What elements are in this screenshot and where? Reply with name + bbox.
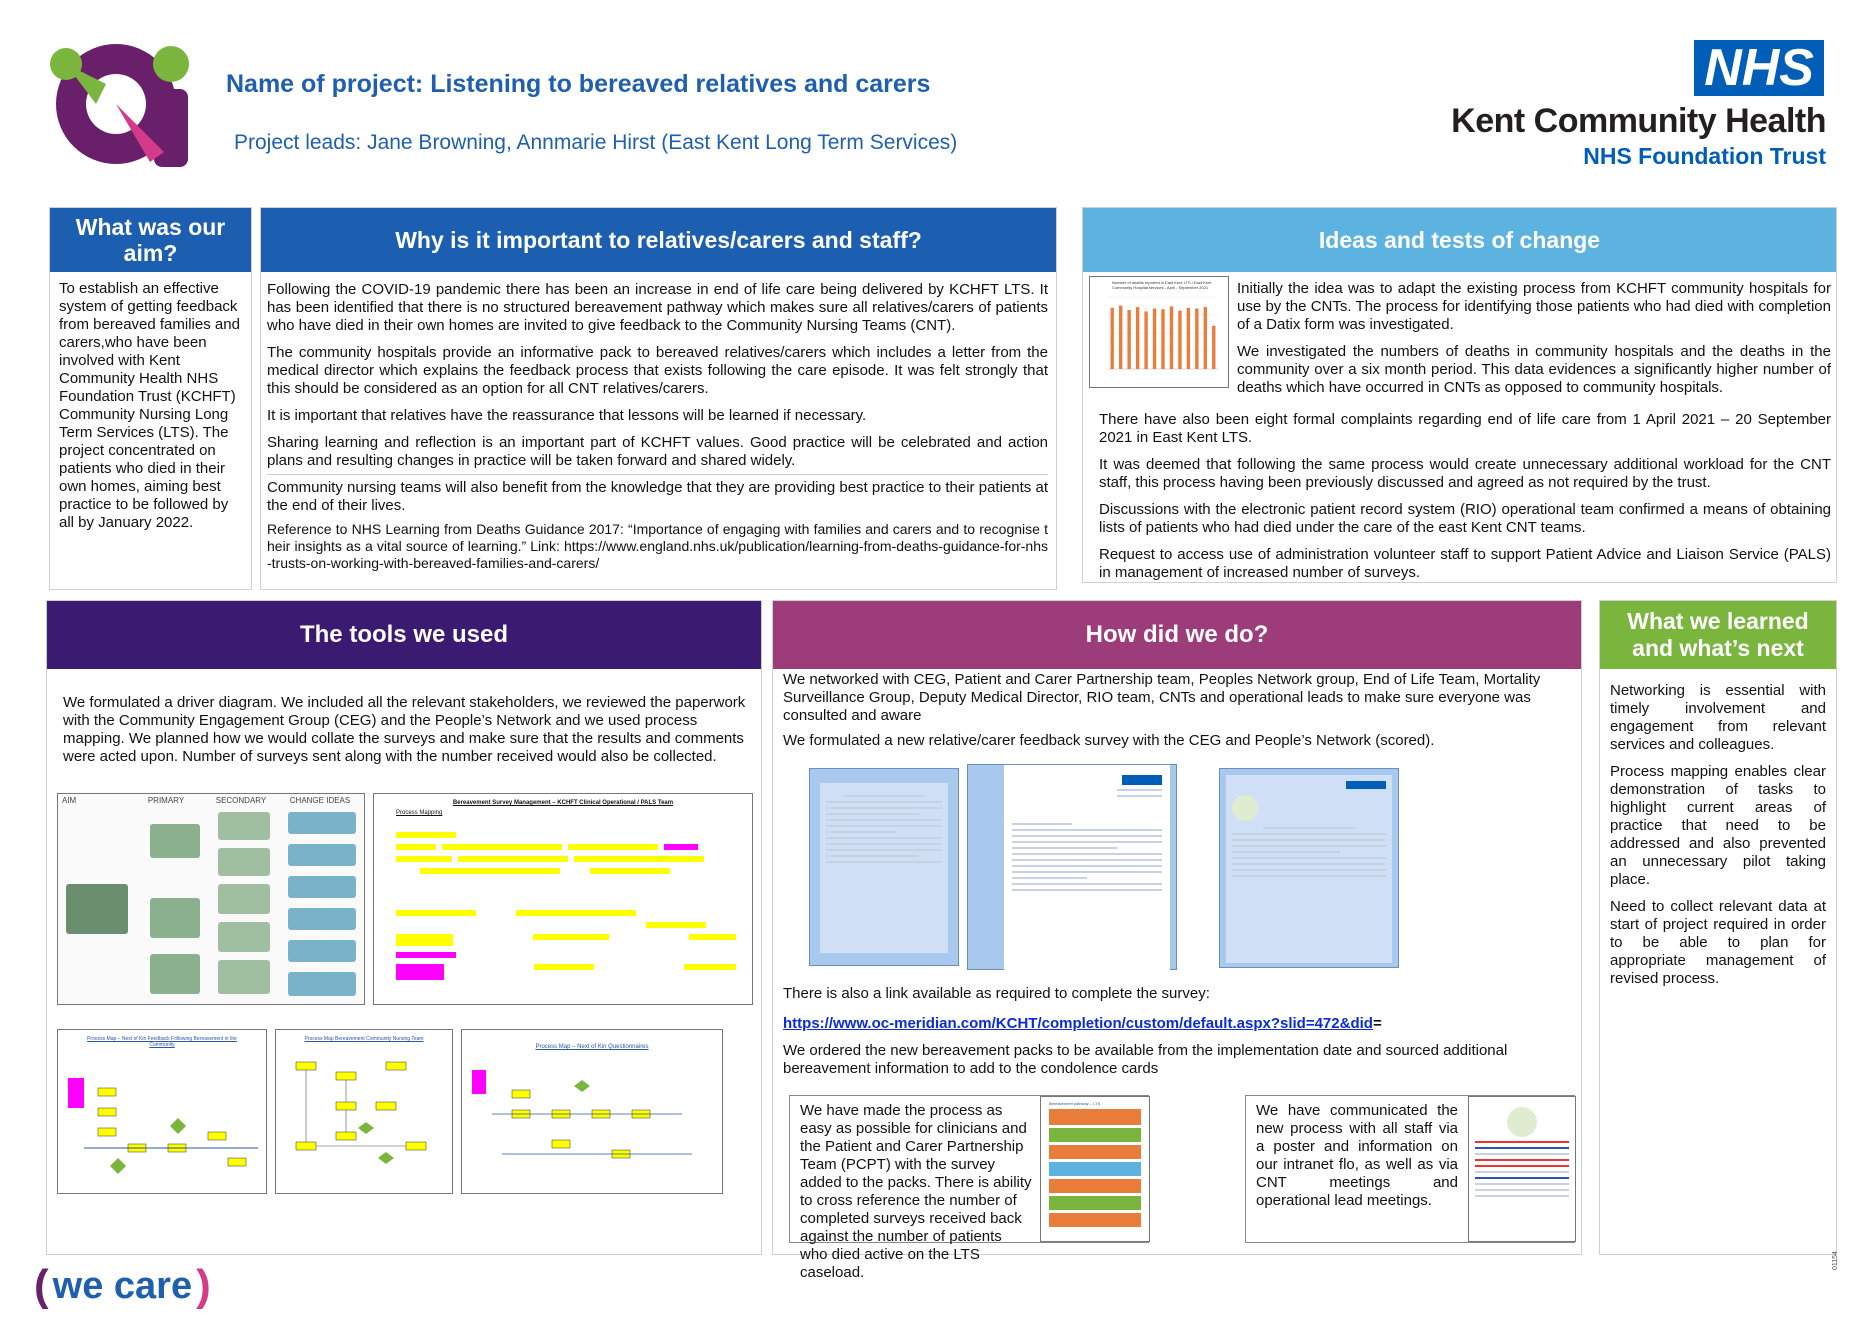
nhs-badge: NHS xyxy=(1694,40,1824,96)
tools-body: We formulated a driver diagram. We inclu… xyxy=(63,694,746,765)
ideas-panel: Ideas and tests of change Number of deat… xyxy=(1082,207,1837,583)
link-intro: There is also a link available as requir… xyxy=(783,985,1210,1002)
ideas-paragraph: Initially the idea was to adapt the exis… xyxy=(1237,280,1831,333)
how-box-2-text: We have communicated the new process wit… xyxy=(1256,1102,1458,1209)
why-paragraph: Community nursing teams will also benefi… xyxy=(267,479,1048,514)
why-paragraph: The community hospitals provide an infor… xyxy=(267,344,1048,397)
bereavement-poster-image: Bereavement pathway – LTS xyxy=(1040,1096,1150,1242)
qi-logo xyxy=(50,44,189,167)
chart-bar xyxy=(1144,311,1148,369)
aim-heading: What was our aim? xyxy=(50,208,251,272)
why-reference: Reference to NHS Learning from Deaths Gu… xyxy=(267,521,1048,571)
ideas-paragraph: Discussions with the electronic patient … xyxy=(1099,501,1831,536)
chart-bar xyxy=(1110,307,1114,369)
driver-col: CHANGE IDEAS xyxy=(289,796,351,805)
ideas-paragraph: We investigated the numbers of deaths in… xyxy=(1237,343,1831,396)
chart-bar xyxy=(1203,307,1207,369)
process-map-title: Process Map – Next of Kin Questionnaires xyxy=(535,1044,649,1050)
why-paragraph: Sharing learning and reflection is an im… xyxy=(267,434,1048,475)
learned-body: Networking is essential with timely invo… xyxy=(1600,669,1836,988)
survey-letter-image xyxy=(967,764,1177,971)
how-panel: How did we do? We networked with CEG, Pa… xyxy=(772,600,1582,1281)
how-p1: We networked with CEG, Patient and Carer… xyxy=(783,671,1541,724)
learned-paragraph: Process mapping enables clear demonstrat… xyxy=(1610,763,1826,888)
driver-col: SECONDARY xyxy=(215,796,267,805)
process-map-2: Process Map Bereavement Community Nursin… xyxy=(275,1029,453,1194)
tools-heading: The tools we used xyxy=(47,601,761,669)
process-label: Process Mapping xyxy=(396,810,443,816)
chart-bar xyxy=(1178,310,1182,369)
process-map-1: Process Map – Next of Kin Feedback Follo… xyxy=(57,1029,267,1194)
learned-paragraph: Networking is essential with timely invo… xyxy=(1610,682,1826,753)
ideas-paragraph: There have also been eight formal compla… xyxy=(1099,411,1831,446)
chart-bar xyxy=(1212,325,1216,369)
why-body: Following the COVID-19 pandemic there ha… xyxy=(261,272,1056,572)
chart-bar xyxy=(1135,307,1140,369)
process-map-title: Process Map Bereavement Community Nursin… xyxy=(304,1036,424,1042)
project-title: Name of project: Listening to bereaved r… xyxy=(226,70,931,98)
driver-col: AIM xyxy=(62,796,77,805)
link-suffix: = xyxy=(1372,1015,1382,1032)
tools-panel: The tools we used We formulated a driver… xyxy=(46,600,762,1255)
chart-bar xyxy=(1152,308,1157,369)
survey-link[interactable]: https://www.oc-meridian.com/KCHT/complet… xyxy=(783,1015,1373,1032)
how-box-2: We have communicated the new process wit… xyxy=(1245,1095,1576,1243)
chart-bar xyxy=(1161,309,1165,369)
how-box-1-text: We have made the process as easy as poss… xyxy=(800,1102,1032,1281)
why-paragraph: Following the COVID-19 pandemic there ha… xyxy=(267,281,1048,334)
how-p2: We formulated a new relative/carer feedb… xyxy=(783,732,1435,749)
process-map-title: Process Map – Next of Kin Feedback Follo… xyxy=(87,1036,237,1048)
process-title: Bereavement Survey Management – KCHFT Cl… xyxy=(452,800,674,806)
learned-paragraph: Need to collect relevant data at start o… xyxy=(1610,898,1826,987)
survey-thumbnails xyxy=(809,764,1449,971)
poster-code: 01154 xyxy=(1832,1251,1839,1270)
pathway-guide-image xyxy=(1219,768,1399,968)
ideas-paragraph: Request to access use of administration … xyxy=(1099,546,1831,581)
staff-poster-image xyxy=(1468,1096,1576,1242)
aim-body: To establish an effective system of gett… xyxy=(59,280,240,531)
nhs-logo: NHS Kent Community Health NHS Foundation… xyxy=(1420,40,1827,170)
learned-panel: What we learned and what’s next Networki… xyxy=(1599,600,1837,1255)
driver-col: PRIMARY xyxy=(147,796,185,805)
chart-bar xyxy=(1186,307,1191,369)
org-name: Kent Community Health xyxy=(1451,102,1826,140)
learned-heading: What we learned and what’s next xyxy=(1600,601,1836,669)
aim-panel: What was our aim? To establish an effect… xyxy=(49,207,252,590)
ideas-heading: Ideas and tests of change xyxy=(1083,208,1836,272)
why-paragraph: It is important that relatives have the … xyxy=(267,407,867,424)
ideas-paragraph: It was deemed that following the same pr… xyxy=(1099,456,1831,491)
chart-bar xyxy=(1195,308,1199,369)
chart-plot xyxy=(1108,296,1218,370)
ideas-right-text: Initially the idea was to adapt the exis… xyxy=(1237,280,1831,406)
ideas-full-text: There have also been eight formal compla… xyxy=(1099,411,1831,591)
we-care-logo: ( we care ) xyxy=(34,1264,211,1308)
chart-caption: Number of deaths reported in East Kent L… xyxy=(1112,280,1212,290)
chart-bar xyxy=(1169,306,1174,369)
chart-bar xyxy=(1119,305,1123,369)
org-sub: NHS Foundation Trust xyxy=(1583,143,1826,169)
process-mapping: Bereavement Survey Management – KCHFT Cl… xyxy=(373,793,753,1005)
why-panel: Why is it important to relatives/carers … xyxy=(260,207,1057,590)
project-leads: Project leads: Jane Browning, Annmarie H… xyxy=(234,131,958,154)
process-map-3: Process Map – Next of Kin Questionnaires xyxy=(461,1029,723,1194)
we-care-bracket-right: ) xyxy=(196,1261,211,1310)
how-box-1: We have made the process as easy as poss… xyxy=(789,1095,1150,1281)
we-care-bracket-left: ( xyxy=(34,1261,49,1310)
driver-diagram: AIM PRIMARY SECONDARY CHANGE IDEAS xyxy=(57,793,365,1005)
chart-bar xyxy=(1127,309,1131,369)
survey-link-row: https://www.oc-meridian.com/KCHT/complet… xyxy=(783,1015,1382,1033)
how-heading: How did we do? xyxy=(773,601,1581,669)
survey-form-image xyxy=(809,768,959,966)
we-care-text: we care xyxy=(52,1264,193,1307)
how-p3: We ordered the new bereavement packs to … xyxy=(783,1042,1508,1077)
deaths-chart: Number of deaths reported in East Kent L… xyxy=(1089,276,1229,388)
why-heading: Why is it important to relatives/carers … xyxy=(261,208,1056,272)
